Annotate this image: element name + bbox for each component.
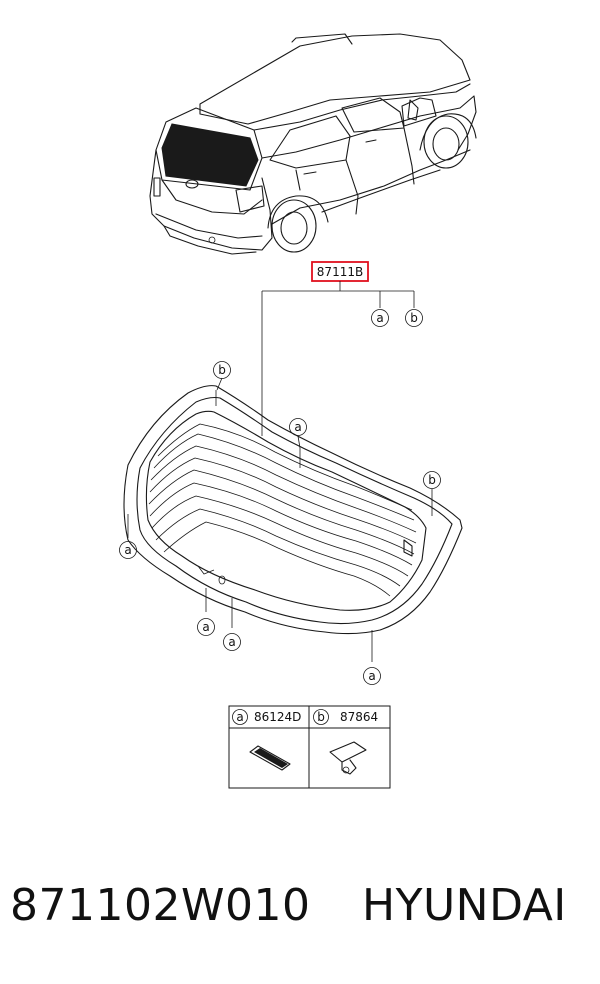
callout-a-bottom-1[interactable]: a bbox=[197, 618, 215, 636]
footer-brand: HYUNDAI bbox=[362, 880, 567, 931]
callout-letter: a bbox=[202, 620, 209, 634]
footer-part-number: 871102W010 bbox=[10, 880, 311, 931]
legend-key-b: b bbox=[317, 710, 325, 724]
callout-letter: a bbox=[376, 311, 383, 325]
callout-letter: a bbox=[124, 543, 131, 557]
legend-part-b: 87864 bbox=[340, 710, 378, 724]
spacer-strip-drawing bbox=[249, 745, 291, 771]
rear-window-glass bbox=[161, 123, 259, 187]
callout-letter: a bbox=[368, 669, 375, 683]
clip-drawing bbox=[329, 741, 367, 775]
main-part-label[interactable]: 87111B bbox=[311, 261, 369, 282]
callout-letter: b bbox=[410, 311, 418, 325]
callout-a-left[interactable]: a bbox=[119, 541, 137, 559]
legend-entry-a: a 86124D bbox=[232, 709, 301, 725]
leader-lines bbox=[261, 281, 415, 436]
legend-key-a: a bbox=[236, 710, 243, 724]
callout-letter: b bbox=[428, 473, 436, 487]
callout-b-right[interactable]: b bbox=[423, 471, 441, 489]
rear-glass-assembly bbox=[123, 385, 463, 662]
legend-entry-b: b 87864 bbox=[313, 709, 378, 725]
legend-table: a 86124D b 87864 bbox=[228, 705, 391, 789]
part-label-text: 87111B bbox=[317, 265, 363, 279]
callout-a-bottom-2[interactable]: a bbox=[223, 633, 241, 651]
footer: 871102W010 HYUNDAI bbox=[0, 872, 600, 952]
callout-letter: b bbox=[218, 363, 226, 377]
callout-a-top[interactable]: a bbox=[371, 309, 389, 327]
legend-part-a: 86124D bbox=[254, 710, 301, 724]
callout-b-left[interactable]: b bbox=[213, 361, 231, 379]
callout-letter: a bbox=[228, 635, 235, 649]
callout-a-mid[interactable]: a bbox=[289, 418, 307, 436]
car-illustration bbox=[149, 33, 477, 255]
callout-b-top[interactable]: b bbox=[405, 309, 423, 327]
callout-a-bottom-3[interactable]: a bbox=[363, 667, 381, 685]
callout-letter: a bbox=[294, 420, 301, 434]
